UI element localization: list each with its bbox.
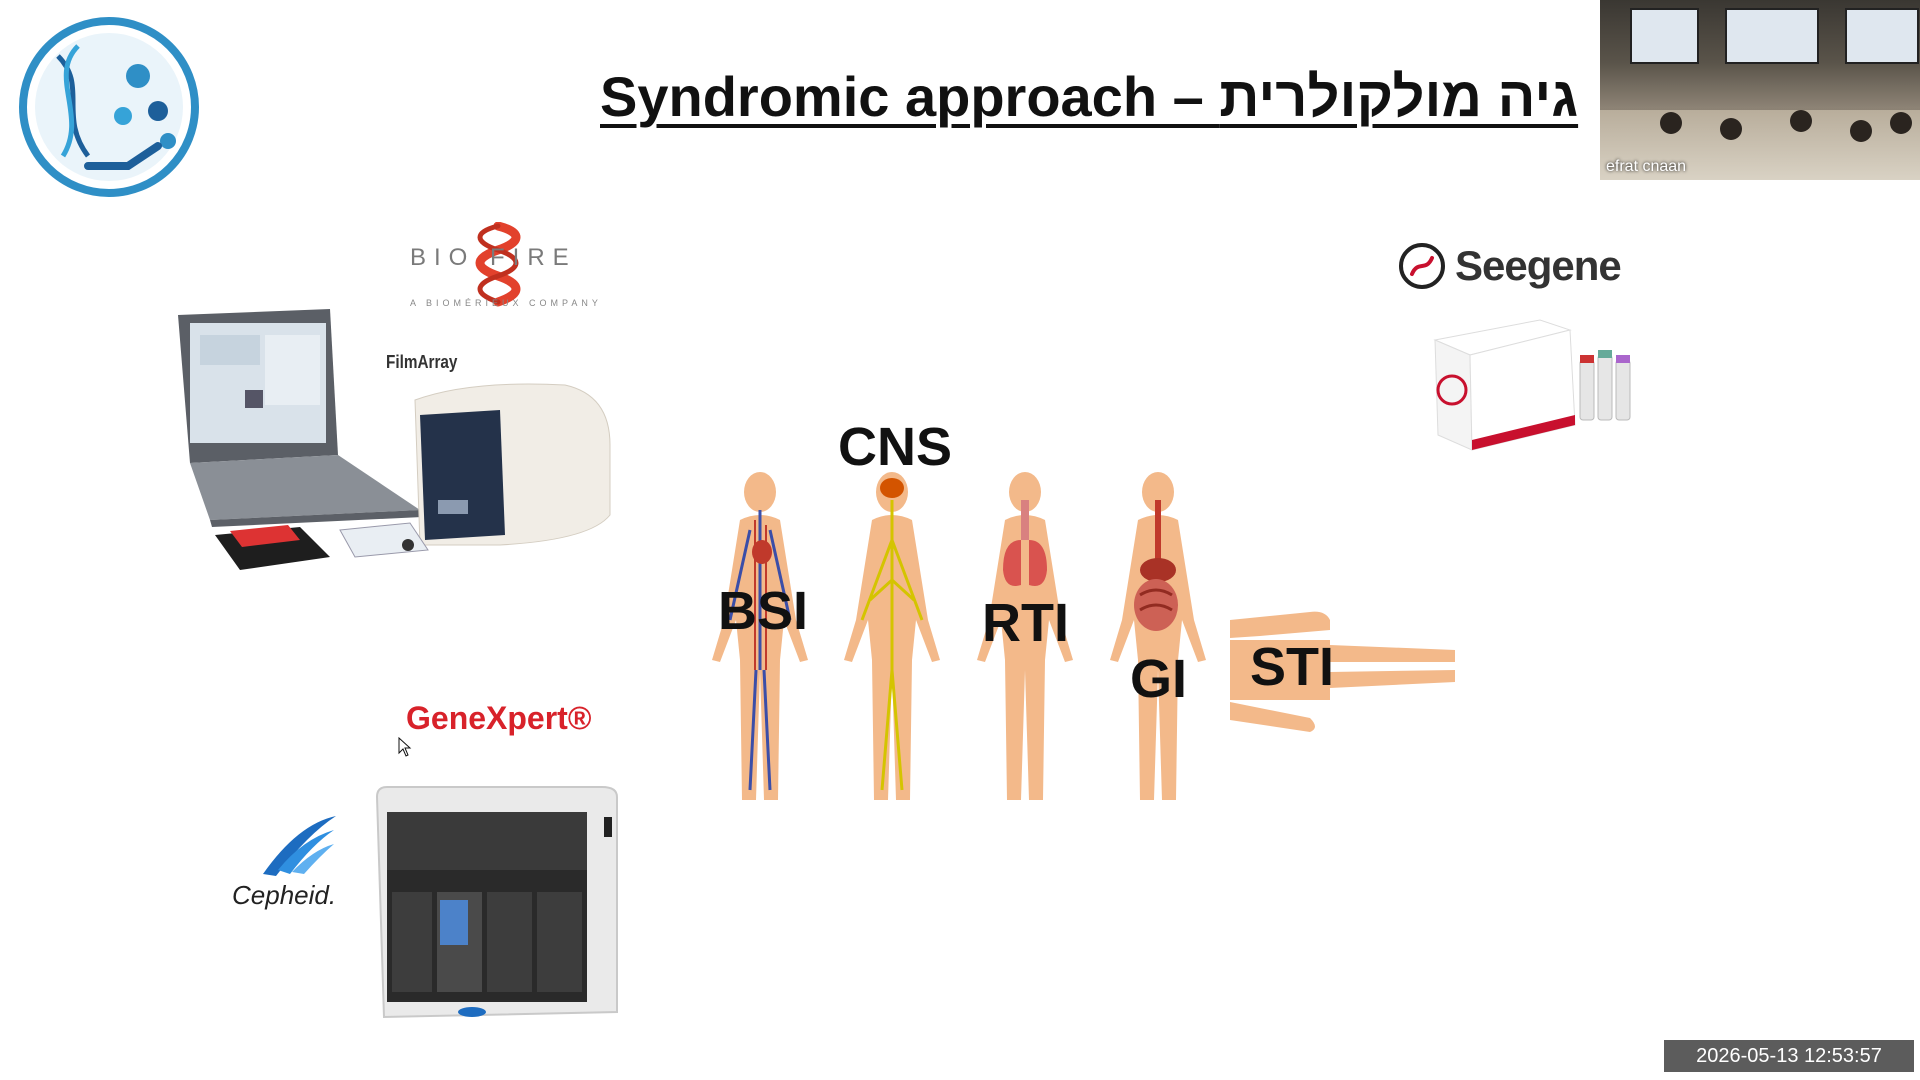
region-label-rti: RTI [982, 593, 1069, 653]
cepheid-swoosh-icon [263, 816, 336, 876]
participant-name: efrat cnaan [1606, 158, 1687, 175]
biofire-logo-text: BIO FIRE [410, 244, 577, 271]
timestamp-overlay: 2026-05-13 12:53:57 [1664, 1040, 1914, 1072]
filmarray-label: FilmArray [386, 352, 458, 372]
mouse-cursor-icon [398, 737, 412, 757]
region-label-cns: CNS [838, 417, 953, 477]
sti-body-figure-image [1230, 611, 1455, 732]
seegene-kit-image [1433, 319, 1631, 451]
genexpert-logo-text: GeneXpert® [406, 700, 592, 736]
cns-body-figure-image [844, 472, 940, 800]
rti-body-figure-image [977, 472, 1073, 800]
region-label-bsi: BSI [718, 581, 809, 641]
bsi-body-figure-image [712, 472, 808, 800]
seegene-logo-text: Seegene [1455, 242, 1622, 289]
region-label-gi: GI [1130, 649, 1188, 709]
seegene-logo-icon [1399, 243, 1445, 289]
course-logo-icon [19, 17, 199, 197]
genexpert-device-image [375, 786, 618, 1019]
filmarray-device-image [178, 309, 611, 570]
slide-title: Syndromic approach – גיה מולקולרית [600, 65, 1579, 128]
cepheid-logo-text: Cepheid. [232, 880, 337, 910]
biofire-helix-icon [475, 222, 521, 307]
gi-body-figure-image [1110, 472, 1206, 800]
webcam-feed: efrat cnaan [1600, 0, 1920, 180]
region-label-sti: STI [1250, 637, 1335, 697]
biofire-tagline: A BIOMÉRIEUX COMPANY [410, 298, 602, 308]
